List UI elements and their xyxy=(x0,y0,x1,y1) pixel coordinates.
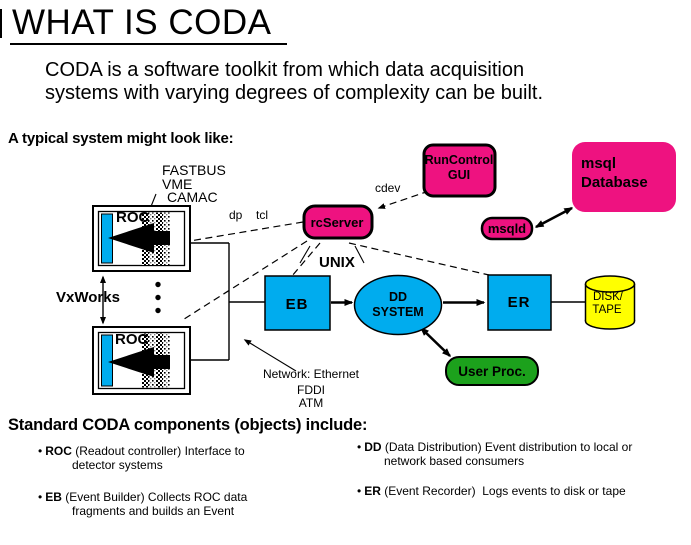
bullet-marker: • xyxy=(357,484,362,498)
userproc-label: User Proc. xyxy=(458,364,526,379)
bullet-marker: • xyxy=(38,444,43,458)
fastbus-label: FASTBUS xyxy=(162,162,226,178)
roc-bottom-left-arrow-icon xyxy=(108,347,170,377)
vxworks-label: VxWorks xyxy=(56,289,120,306)
roc-top-label: ROC xyxy=(116,209,150,226)
msqld-box xyxy=(480,216,534,241)
camac-label: CAMAC xyxy=(167,189,218,205)
rcserver-to-roc-top-dashed-line xyxy=(171,221,304,245)
disk-label-line1: DISK/ xyxy=(593,291,624,303)
bullet-dd-line2: network based consumers xyxy=(384,454,525,468)
userproc-box xyxy=(445,356,539,386)
bullet-eb-text: (Event Builder) Collects ROC data xyxy=(61,490,248,504)
roc-top-left-arrow-icon xyxy=(108,223,170,253)
er-label: ER xyxy=(508,294,531,311)
tcl-label: tcl xyxy=(256,208,268,222)
bullet-eb: •EB (Event Builder) Collects ROC data fr… xyxy=(38,490,343,518)
eb-box xyxy=(264,275,331,331)
ellipsis-dot xyxy=(155,294,161,301)
msqld-to-msqldb-double-arrow xyxy=(534,206,574,229)
bullet-er: •ER (Event Recorder) Logs events to disk… xyxy=(357,484,691,498)
msql-label-line2: Database xyxy=(581,174,648,191)
dd-label-line2: SYSTEM xyxy=(372,305,423,319)
bullet-roc-term: ROC xyxy=(45,444,72,458)
msqld-label: msqld xyxy=(488,221,526,236)
bullet-marker: • xyxy=(38,490,43,504)
bullets-left-column: •ROC (Readout controller) Interface to d… xyxy=(38,444,343,518)
bullet-roc-line2: detector systems xyxy=(72,458,163,472)
bullet-dd: •DD (Data Distribution) Event distributi… xyxy=(357,440,691,468)
diagram-caption: A typical system might look like: xyxy=(8,130,234,147)
roc-eb-bracket-lines xyxy=(190,242,266,361)
bullet-roc-line1: •ROC (Readout controller) Interface to xyxy=(38,444,343,458)
intro-line-1: CODA is a software toolkit from which da… xyxy=(45,59,525,81)
runcontrol-label-line2: GUI xyxy=(448,168,470,182)
rcserver-label: rcServer xyxy=(311,215,364,230)
msql-label-line1: msql xyxy=(581,155,616,172)
bullet-eb-line1: •EB (Event Builder) Collects ROC data xyxy=(38,490,343,504)
bullet-marker: • xyxy=(357,440,362,454)
rcserver-to-eb-dashed-line xyxy=(291,242,321,277)
bullet-dd-term: DD xyxy=(364,440,382,454)
components-heading: Standard CODA components (objects) inclu… xyxy=(8,416,368,434)
bullet-dd-line1: •DD (Data Distribution) Event distributi… xyxy=(357,440,691,454)
network-pointer-arrow xyxy=(243,339,297,372)
runcontrol-label-line1: RunControl xyxy=(425,153,494,167)
bullet-roc-text: (Readout controller) Interface to xyxy=(71,444,245,458)
rcserver-box xyxy=(302,204,374,240)
unix-label: UNIX xyxy=(319,254,355,271)
disk-label-line2: TAPE xyxy=(592,304,622,316)
bullet-er-line1: •ER (Event Recorder) Logs events to disk… xyxy=(357,484,691,498)
left-edge-artifact xyxy=(0,9,2,38)
disk-cylinder-top xyxy=(584,275,636,293)
rcserver-ray-left xyxy=(299,245,311,264)
msql-database-box xyxy=(572,142,676,212)
bullet-roc: •ROC (Readout controller) Interface to d… xyxy=(38,444,343,472)
dd-label-line1: DD xyxy=(389,290,407,304)
dd-to-userproc-double-arrow xyxy=(420,327,451,357)
intro-line-2: systems with varying degrees of complexi… xyxy=(45,82,543,104)
rcserver-ray-right xyxy=(354,245,365,264)
bullet-eb-line2: fragments and builds an Event xyxy=(72,504,235,518)
bullet-eb-term: EB xyxy=(45,490,62,504)
roc-bottom-cyan-strip xyxy=(101,334,113,387)
dd-ellipse xyxy=(353,274,443,336)
network-label-line1: Network: Ethernet xyxy=(263,367,360,381)
bullet-er-term: ER xyxy=(364,484,381,498)
rcserver-to-er-dashed-line xyxy=(348,242,490,276)
bullets-right-column: •DD (Data Distribution) Event distributi… xyxy=(357,440,691,498)
rcserver-to-roc-bottom-dashed-line xyxy=(180,240,308,322)
runcontrol-gui-box xyxy=(422,143,497,198)
ellipsis-dot xyxy=(155,307,161,314)
bullet-dd-text: (Data Distribution) Event distribution t… xyxy=(381,440,633,454)
intro-paragraph: CODA is a software toolkit from which da… xyxy=(45,59,543,105)
eb-label: EB xyxy=(286,296,309,313)
runcontrol-to-rcserver-cdev-arrow xyxy=(377,190,430,209)
roc-bottom-label: ROC xyxy=(115,331,149,348)
er-box xyxy=(487,274,552,331)
ellipsis-dot xyxy=(155,281,161,288)
network-label-line2: FDDI xyxy=(297,383,325,397)
bullet-er-text: (Event Recorder) Logs events to disk or … xyxy=(380,484,626,498)
dp-label: dp xyxy=(229,208,243,222)
slide-title: WHAT IS CODA xyxy=(10,3,288,46)
network-label-line3: ATM xyxy=(299,396,323,410)
cdev-label: cdev xyxy=(375,181,400,195)
vme-label: VME xyxy=(162,176,192,192)
